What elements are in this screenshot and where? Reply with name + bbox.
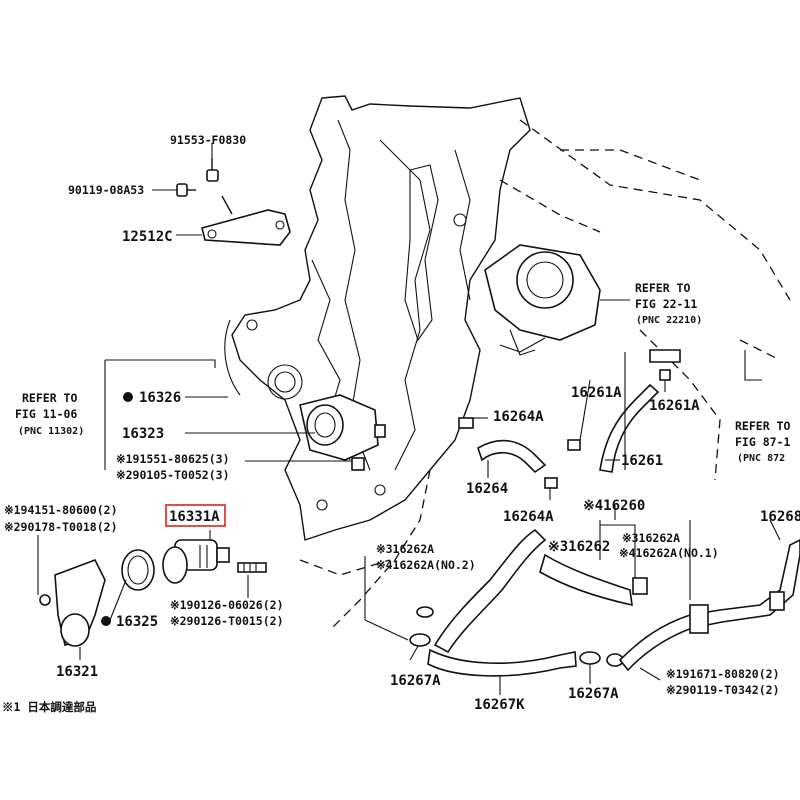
label-16261a-right: 16261A [649, 398, 700, 414]
label-316262a-right: ※316262A [622, 531, 680, 545]
label-316262a-left: ※316262A [376, 542, 434, 556]
label-16261a-left: 16261A [571, 385, 622, 401]
refer-22-11-line3: (PNC 22210) [636, 315, 702, 326]
label-290178: ※290178-T0018(2) [4, 520, 118, 534]
label-90119: 90119-08A53 [68, 183, 144, 197]
bullet-dot-16325 [101, 616, 111, 626]
thermostat [162, 539, 230, 584]
hose-16262 [539, 553, 648, 607]
label-16264a-bottom: 16264A [503, 509, 554, 525]
label-191551: ※191551-80625(3) [116, 452, 230, 466]
clamp-16267a-right [579, 651, 624, 667]
water-inlet [39, 558, 106, 647]
label-191671: ※191671-80820(2) [666, 667, 780, 681]
label-16267a-left: 16267A [390, 673, 441, 689]
stud-bolt [237, 562, 267, 573]
label-290126: ※290126-T0015(2) [170, 614, 284, 628]
engine-block [224, 95, 531, 541]
label-16323: 16323 [122, 426, 164, 442]
label-16268: 16268 [760, 509, 800, 525]
label-290105: ※290105-T0052(3) [116, 468, 230, 482]
hose-16267k [427, 528, 577, 677]
bracket-12512c [201, 195, 291, 246]
bullet-dot-16326 [123, 392, 133, 402]
hose-16261 [567, 349, 681, 473]
throttle-body [484, 244, 601, 356]
label-416260: ※416260 [583, 498, 645, 514]
bolt-90119 [176, 183, 196, 197]
label-16261: 16261 [621, 453, 663, 469]
label-12512c: 12512C [122, 229, 173, 245]
label-16326: 16326 [139, 390, 181, 406]
label-16331a: 16331A [169, 509, 220, 525]
footnote: ※1 日本調達部品 [2, 700, 96, 714]
refer-11-06-line2: FIG 11-06 [15, 407, 77, 421]
refer-87-line1: REFER TO [735, 419, 790, 433]
refer-22-11-line1: REFER TO [635, 281, 690, 295]
label-290119: ※290119-T0342(2) [666, 683, 780, 697]
label-16267k: 16267K [474, 697, 525, 713]
leader-lines [37, 143, 781, 695]
refer-22-11-line2: FIG 22-11 [635, 297, 697, 311]
water-inlet-housing [299, 394, 386, 471]
label-416262a-no1: ※416262A(NO.1) [619, 546, 719, 560]
hose-16264 [458, 417, 558, 489]
label-16325: 16325 [116, 614, 158, 630]
refer-87-line2: FIG 87-1 [735, 435, 790, 449]
pipe-16268 [618, 539, 800, 672]
label-190126: ※190126-06026(2) [170, 598, 284, 612]
label-16264a-top: 16264A [493, 409, 544, 425]
label-16267a-right: 16267A [568, 686, 619, 702]
label-16321: 16321 [56, 664, 98, 680]
label-194151: ※194151-80600(2) [4, 503, 118, 517]
bolt-91553 [206, 158, 219, 182]
label-316262: ※316262 [548, 539, 610, 555]
refer-11-06-line3: (PNC 11302) [18, 426, 84, 437]
label-16264: 16264 [466, 481, 508, 497]
refer-87-line3: (PNC 872 [737, 453, 785, 464]
refer-11-06-line1: REFER TO [22, 391, 77, 405]
gasket [121, 549, 155, 591]
highlight-box [165, 504, 226, 527]
label-416262a-no2: ※416262A(NO.2) [376, 558, 476, 572]
clamp-16267a-left [409, 606, 434, 647]
label-91553: 91553-F0830 [170, 133, 246, 147]
